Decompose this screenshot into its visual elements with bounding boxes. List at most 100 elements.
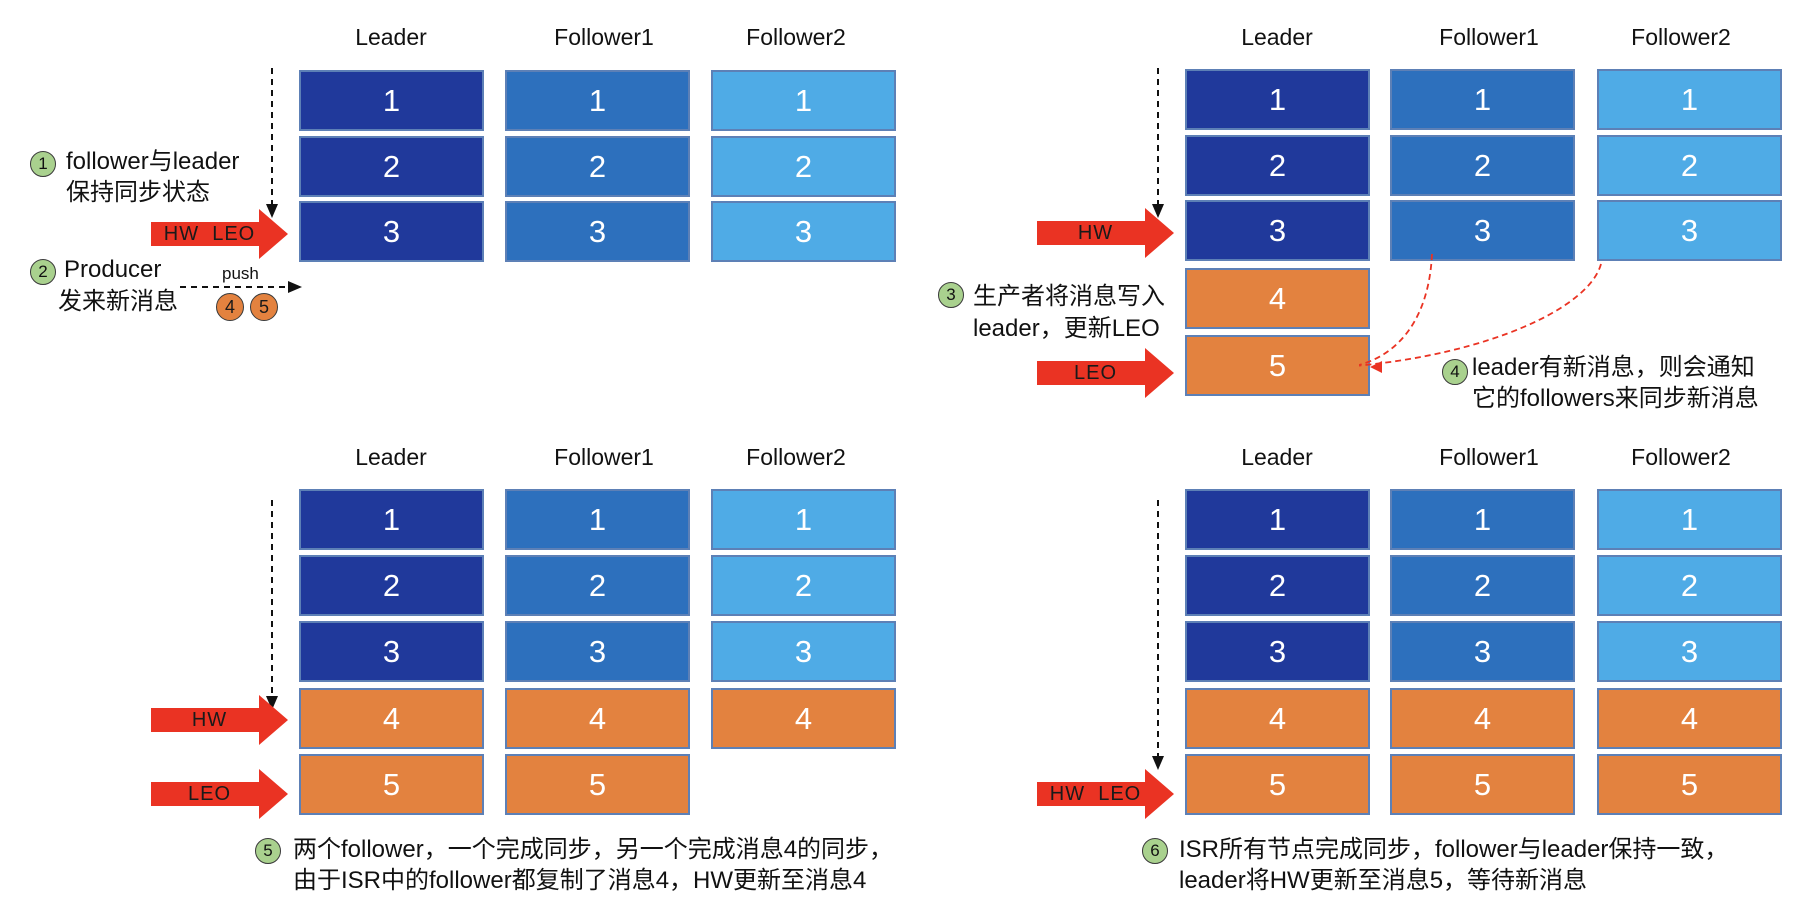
- follower1-msg-4: 4: [1390, 688, 1575, 749]
- leader-msg-2: 2: [1185, 555, 1370, 616]
- leo-label: LEO: [1073, 361, 1118, 384]
- push-label: push: [222, 264, 259, 283]
- leader-msg-5: 5: [299, 754, 484, 815]
- sync-dashed-arrow: [1152, 68, 1164, 218]
- panel-3: Leader Follower1 Follower2 1 2 3 4 5 1 2…: [0, 420, 909, 894]
- header-follower1: Follower1: [554, 24, 654, 50]
- leader-msg-2: 2: [299, 555, 484, 616]
- follower1-msg-2: 2: [1390, 555, 1575, 616]
- leader-msg-1: 1: [299, 489, 484, 550]
- leader-msg-4: 4: [1185, 268, 1370, 329]
- step-1-text-line1: follower与leader: [66, 148, 240, 175]
- follower1-msg-1: 1: [505, 489, 690, 550]
- step-2-text-line2: 发来新消息: [58, 288, 178, 315]
- notify-dashed-arrows: [1359, 253, 1602, 367]
- leader-msg-2: 2: [299, 136, 484, 197]
- hw-leo-arrow: HW LEO: [1037, 769, 1174, 819]
- hw-arrow: HW: [151, 695, 288, 745]
- follower2-msg-1: 1: [1597, 69, 1782, 130]
- follower2-msg-4: 4: [711, 688, 896, 749]
- follower1-msg-2: 2: [505, 555, 690, 616]
- follower1-msg-3: 3: [505, 621, 690, 682]
- follower2-msg-2: 2: [711, 555, 896, 616]
- leader-msg-3: 3: [299, 201, 484, 262]
- leader-msg-5: 5: [1185, 335, 1370, 396]
- leader-msg-1: 1: [1185, 69, 1370, 130]
- follower1-msg-3: 3: [1390, 200, 1575, 261]
- leo-label: LEO: [187, 782, 232, 805]
- step-3-text-line1: 生产者将消息写入: [973, 283, 1165, 310]
- leader-msg-2: 2: [1185, 135, 1370, 196]
- panel-4: Leader Follower1 Follower2 1 2 3 4 5 1 2…: [909, 420, 1818, 894]
- hw-arrow: HW: [1037, 208, 1174, 258]
- step-4-text-line2: 它的followers来同步新消息: [1472, 385, 1759, 412]
- header-leader: Leader: [1241, 444, 1313, 470]
- follower2-msg-1: 1: [1597, 489, 1782, 550]
- hw-label: HW: [191, 708, 228, 731]
- step-6-text-line2: leader将HW更新至消息5，等待新消息: [1179, 867, 1588, 894]
- sync-dashed-arrow: [266, 500, 278, 710]
- header-follower2: Follower2: [1631, 24, 1731, 50]
- leo-arrow: LEO: [151, 769, 288, 819]
- follower2-msg-4: 4: [1597, 688, 1782, 749]
- push-dashed-arrow: [180, 281, 302, 293]
- incoming-msg-4: 4: [216, 293, 244, 321]
- step-1-badge: 1: [30, 151, 56, 177]
- header-follower1: Follower1: [1439, 444, 1539, 470]
- header-follower1: Follower1: [554, 444, 654, 470]
- step-2-badge: 2: [30, 259, 56, 285]
- follower1-msg-1: 1: [1390, 489, 1575, 550]
- follower1-msg-3: 3: [1390, 621, 1575, 682]
- follower1-msg-2: 2: [1390, 135, 1575, 196]
- step-6-text-line1: ISR所有节点完成同步，follower与leader保持一致，: [1179, 836, 1729, 863]
- follower2-msg-3: 3: [1597, 621, 1782, 682]
- header-leader: Leader: [355, 444, 427, 470]
- follower2-msg-3: 3: [711, 621, 896, 682]
- follower2-msg-5: 5: [1597, 754, 1782, 815]
- header-follower2: Follower2: [1631, 444, 1731, 470]
- follower1-msg-5: 5: [505, 754, 690, 815]
- follower1-msg-1: 1: [505, 70, 690, 131]
- follower2-msg-2: 2: [711, 136, 896, 197]
- leader-msg-1: 1: [299, 70, 484, 131]
- follower1-msg-2: 2: [505, 136, 690, 197]
- hw-leo-label: HW LEO: [1049, 782, 1142, 805]
- follower2-msg-3: 3: [711, 201, 896, 262]
- follower2-msg-1: 1: [711, 489, 896, 550]
- hw-leo-arrow: HW LEO: [151, 209, 288, 259]
- follower1-msg-3: 3: [505, 201, 690, 262]
- step-3-text-line2: leader，更新LEO: [973, 315, 1160, 342]
- follower2-msg-3: 3: [1597, 200, 1782, 261]
- header-follower2: Follower2: [746, 444, 846, 470]
- panel-2: Leader Follower1 Follower2 1 2 3 4 5 1 2…: [909, 0, 1818, 462]
- leader-msg-5: 5: [1185, 754, 1370, 815]
- follower1-msg-4: 4: [505, 688, 690, 749]
- leo-arrow: LEO: [1037, 348, 1174, 398]
- leader-msg-3: 3: [1185, 621, 1370, 682]
- follower1-msg-5: 5: [1390, 754, 1575, 815]
- header-follower1: Follower1: [1439, 24, 1539, 50]
- sync-dashed-arrow: [266, 68, 278, 218]
- leader-msg-4: 4: [1185, 688, 1370, 749]
- step-5-badge: 5: [255, 838, 281, 864]
- notify-arrowhead: [1370, 361, 1382, 373]
- follower1-msg-1: 1: [1390, 69, 1575, 130]
- incoming-msg-5: 5: [250, 293, 278, 321]
- header-leader: Leader: [355, 24, 427, 50]
- follower2-msg-1: 1: [711, 70, 896, 131]
- step-6-badge: 6: [1142, 838, 1168, 864]
- sync-dashed-arrow: [1152, 500, 1164, 770]
- leader-msg-1: 1: [1185, 489, 1370, 550]
- panel-1: Leader Follower1 Follower2 1 2 3 1 2 3 1…: [0, 0, 909, 462]
- step-5-text-line1: 两个follower，一个完成同步，另一个完成消息4的同步，: [293, 836, 894, 863]
- step-1-text-line2: 保持同步状态: [66, 179, 210, 206]
- step-2-text-line1: Producer: [64, 256, 162, 283]
- leader-msg-3: 3: [1185, 200, 1370, 261]
- follower2-msg-2: 2: [1597, 555, 1782, 616]
- step-5-text-line2: 由于ISR中的follower都复制了消息4，HW更新至消息4: [293, 867, 867, 894]
- leader-msg-4: 4: [299, 688, 484, 749]
- leader-msg-3: 3: [299, 621, 484, 682]
- header-follower2: Follower2: [746, 24, 846, 50]
- step-4-text-line1: leader有新消息，则会通知: [1472, 354, 1755, 381]
